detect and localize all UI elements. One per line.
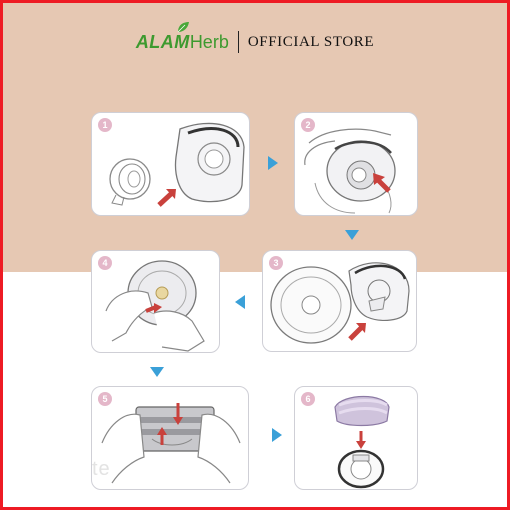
- official-store-label: OFFICIAL STORE: [247, 33, 375, 50]
- step-6-card: 6: [294, 386, 418, 490]
- step-2-illustration: [304, 128, 396, 214]
- top-background: [0, 0, 510, 272]
- leaf-icon: [177, 21, 189, 32]
- step-5-illustration: [101, 403, 241, 484]
- step-4-number: 4: [98, 256, 112, 270]
- step-1-illustration: [109, 122, 245, 207]
- step-2-card: 2: [294, 112, 418, 216]
- step-6-illustration: [334, 396, 390, 489]
- step-6-number: 6: [301, 392, 315, 406]
- step-2-number: 2: [301, 118, 315, 132]
- step-1-number: 1: [98, 118, 112, 132]
- step-3-illustration: [270, 262, 410, 344]
- step-5-number: 5: [98, 392, 112, 406]
- header-divider: [237, 31, 239, 53]
- arrow-left-icon: [235, 295, 245, 309]
- alamherb-logo: ALAM Herb: [135, 21, 229, 53]
- arrow-down-icon: [150, 367, 164, 377]
- bottom-background: [0, 272, 510, 510]
- step-3-number: 3: [269, 256, 283, 270]
- logo-alam-text: ALAM: [135, 31, 190, 52]
- step-1-card: 1: [91, 112, 250, 216]
- step-4-card: 4: [91, 250, 220, 353]
- arrow-right-icon: [268, 156, 278, 170]
- store-header: ALAM Herb OFFICIAL STORE: [0, 21, 510, 58]
- logo-herb-text: Herb: [189, 31, 229, 52]
- step-4-illustration: [105, 260, 205, 352]
- watermark-text: te: [92, 458, 111, 480]
- step-3-card: 3: [262, 250, 417, 352]
- arrow-down-icon: [345, 230, 359, 240]
- step-5-card: 5: [91, 386, 249, 490]
- arrow-right-icon: [272, 428, 282, 442]
